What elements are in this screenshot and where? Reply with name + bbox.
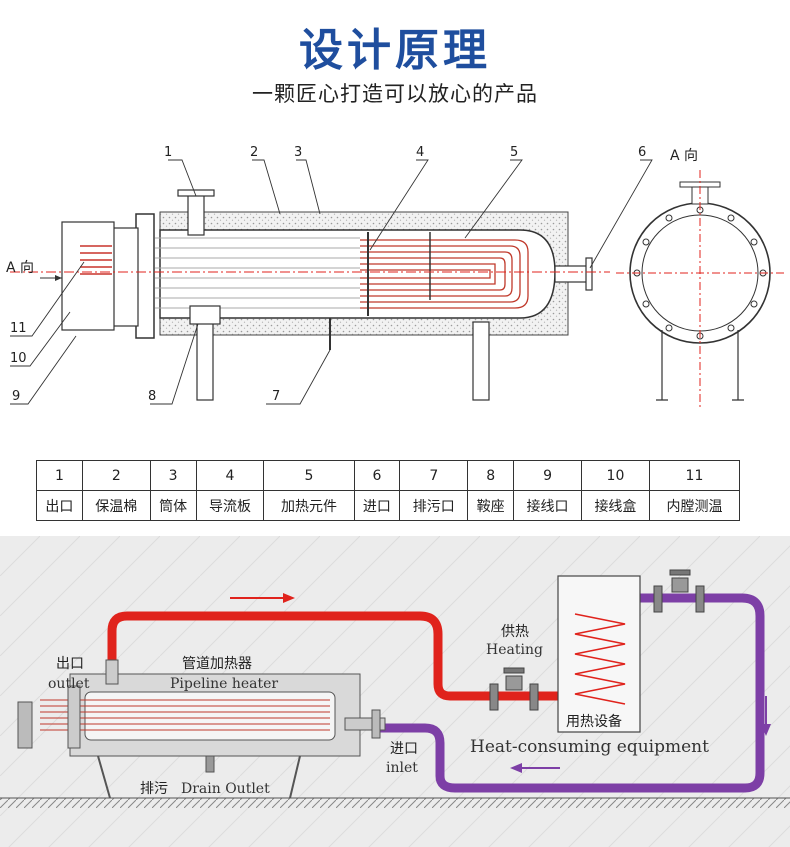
heater-label-cn: 管道加热器 [182, 656, 252, 672]
saddle-left [196, 317, 214, 401]
end-cap [111, 227, 139, 327]
page-title: 设计原理 [299, 25, 491, 76]
saddle-box [189, 305, 221, 325]
flow-heater-legs [97, 755, 301, 799]
element-terminals [80, 245, 112, 275]
callout-5: 5 [510, 145, 518, 160]
legend-name: 排污口 [399, 490, 469, 521]
legend-number: 9 [513, 460, 582, 491]
legend-name: 加热元件 [263, 490, 355, 521]
flow-heater-flange [67, 685, 81, 749]
direction-label-left: A 向 [6, 260, 34, 276]
flow-drain-stub [205, 755, 215, 773]
cold-flow-arrow-down [761, 696, 771, 736]
equipment-label-cn: 用热设备 [566, 713, 622, 730]
callout-6: 6 [638, 145, 646, 160]
inlet-label-en: inlet [386, 760, 418, 776]
heating-label-cn: 供热 [501, 624, 529, 640]
process-flow-diagram: 出口 outlet 管道加热器 Pipeline heater 供热 Heati… [0, 536, 790, 847]
legend-number: 5 [263, 460, 355, 491]
flow-heater-terminal-box [17, 701, 33, 749]
legend-number: 10 [580, 460, 650, 491]
inlet-label-cn: 进口 [390, 741, 418, 757]
flow-outlet-stub [105, 659, 119, 685]
legend-name: 进口 [353, 490, 401, 521]
tube-bundle [155, 237, 360, 309]
heating-label-en: Heating [486, 642, 543, 658]
callout-2: 2 [250, 145, 258, 160]
cold-flow-arrow-left [510, 763, 560, 773]
legend-number: 3 [149, 460, 197, 491]
legend-name: 鞍座 [467, 490, 515, 521]
saddle-right [472, 321, 490, 401]
legend-name: 接线盒 [580, 490, 650, 521]
direction-label-right: A 向 [670, 148, 698, 164]
cold-return-pipe [380, 593, 765, 793]
legend-name: 筒体 [149, 490, 197, 521]
callout-1: 1 [164, 145, 172, 160]
hot-supply-pipe [107, 611, 560, 701]
view-arrowhead [55, 275, 62, 281]
inlet-pipe [554, 265, 588, 283]
callout-4: 4 [416, 145, 424, 160]
legend-number: 8 [467, 460, 515, 491]
heating-elements [360, 239, 529, 309]
legend-number: 2 [81, 460, 151, 491]
junction-box [61, 221, 115, 331]
equipment-label-en: Heat-consuming equipment [470, 737, 709, 757]
flow-heater-shell [84, 691, 336, 741]
end-view-centerlines [616, 170, 784, 410]
end-view-saddle [656, 330, 744, 401]
callout-10: 10 [10, 351, 27, 366]
callout-7: 7 [272, 389, 280, 404]
supply-valve [489, 667, 539, 711]
outlet-pipe [187, 194, 205, 236]
main-flange [135, 213, 155, 339]
equipment-coil [574, 613, 626, 705]
legend-number-row: 1 2 3 4 5 6 7 8 9 10 11 [36, 460, 741, 491]
heater-technical-drawing: A 向 A 向 1 2 3 4 5 6 7 8 9 10 11 [6, 145, 784, 410]
equipment-box [557, 575, 641, 733]
parts-legend-table: 1 2 3 4 5 6 7 8 9 10 11 出口 保温棉 筒体 导流板 加热… [36, 460, 741, 521]
legend-name-row: 出口 保温棉 筒体 导流板 加热元件 进口 排污口 鞍座 接线口 接线盒 内膛测… [36, 490, 741, 521]
legend-name: 导流板 [195, 490, 265, 521]
legend-name: 内膛测温 [648, 490, 741, 521]
callout-8: 8 [148, 389, 156, 404]
heater-label-en: Pipeline heater [170, 676, 278, 692]
shell-body [159, 229, 556, 319]
legend-name: 保温棉 [81, 490, 151, 521]
legend-number: 4 [195, 460, 265, 491]
drain-label-cn: 排污 [140, 781, 168, 797]
callout-9: 9 [12, 389, 20, 404]
inlet-flange [585, 257, 593, 291]
callout-leaders [10, 159, 653, 405]
drain-label-en: Drain Outlet [181, 781, 270, 797]
legend-name: 出口 [36, 490, 83, 521]
hot-flow-arrow [230, 593, 295, 603]
legend-number: 6 [353, 460, 401, 491]
outlet-label-cn: 出口 [56, 656, 84, 672]
page-subtitle: 一颗匠心打造可以放心的产品 [252, 82, 538, 106]
return-valve [653, 569, 705, 613]
flow-inlet-flange [371, 709, 381, 739]
legend-number: 1 [36, 460, 83, 491]
ground-hatch [0, 798, 790, 808]
legend-name: 接线口 [513, 490, 582, 521]
legend-number: 7 [399, 460, 469, 491]
outlet-label-en: outlet [48, 676, 90, 692]
callout-3: 3 [294, 145, 302, 160]
legend-number: 11 [648, 460, 741, 491]
callout-11: 11 [10, 321, 27, 336]
flow-heater-elements [40, 699, 330, 731]
